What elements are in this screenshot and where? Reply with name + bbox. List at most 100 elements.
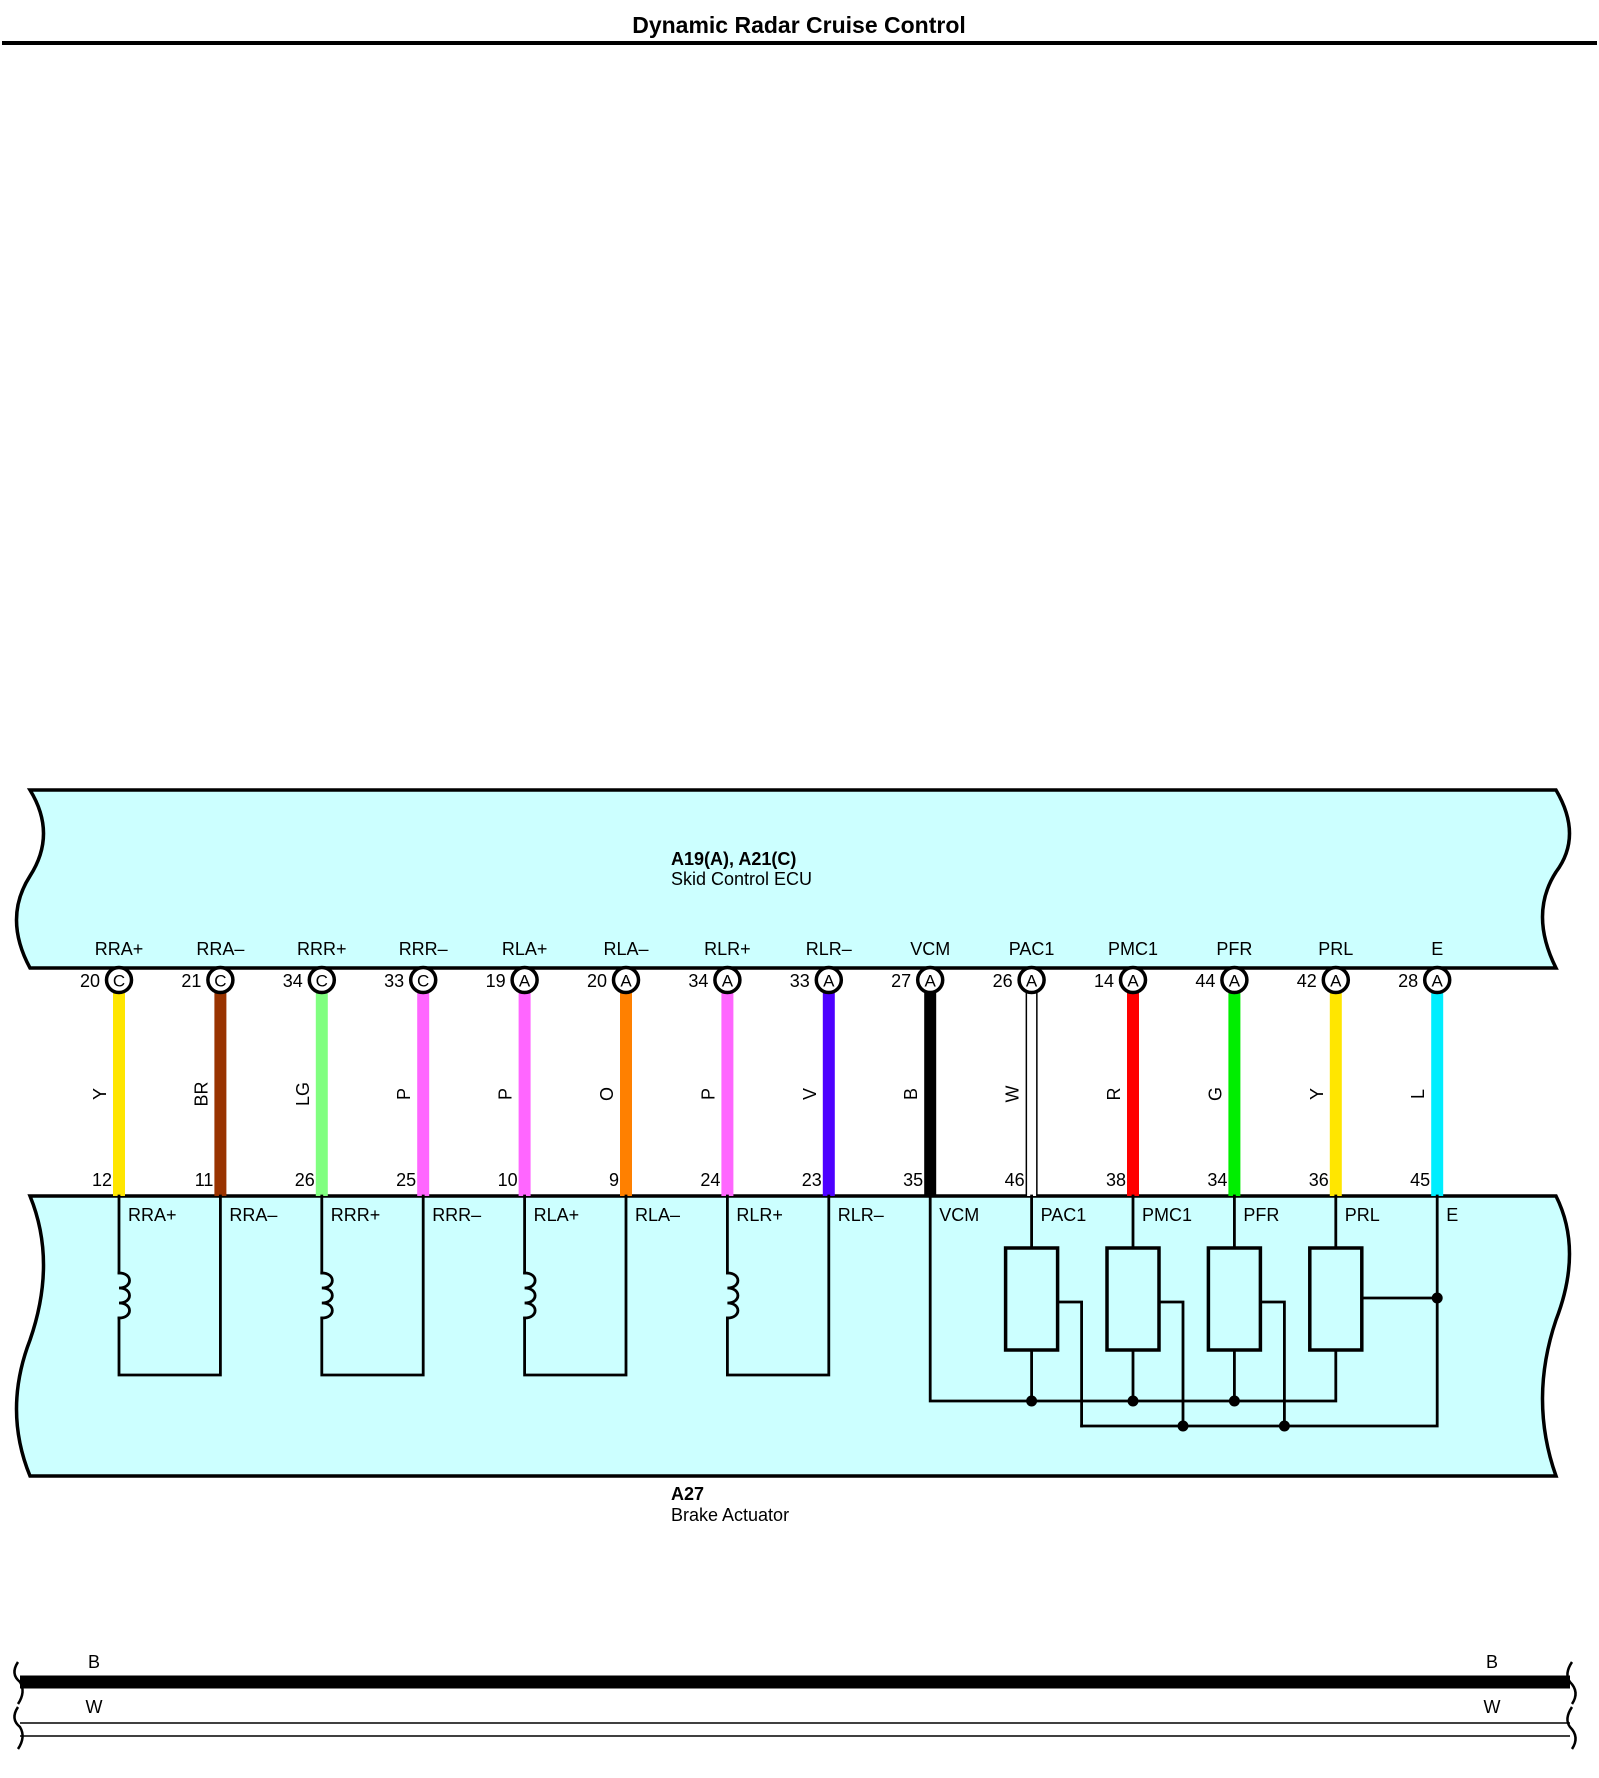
wire-color-code-prl: Y: [1307, 1088, 1327, 1100]
ecu-pin-number-pac1: 26: [993, 971, 1013, 991]
sensor-ground-lead: [1259, 1300, 1286, 1428]
wire-color-code-rlaplus: P: [496, 1088, 516, 1100]
connector-letter-rrrplus: C: [316, 972, 328, 991]
solenoid-coil: [523, 1271, 537, 1320]
actuator-terminal-rlaplus: RLA+: [534, 1205, 580, 1225]
actuator-pin-number-rlaplus: 10: [498, 1170, 518, 1190]
connector-pin-rlrplus: [713, 965, 742, 995]
actuator-terminal-rraplus: RRA+: [128, 1205, 177, 1225]
wire-harness: RRA+C20Y12RRA+RRA–C21BR11RRA–RRR+C34LG26…: [80, 939, 1458, 1225]
bus-break-mark-right: [1566, 1706, 1577, 1750]
skid-control-ecu-body: [14, 788, 1572, 970]
connector-letter-rraplus: C: [113, 972, 125, 991]
ecu-terminal-vcm: VCM: [910, 939, 950, 959]
wire-color-code-e: L: [1408, 1089, 1428, 1099]
actuator-pin-number-pfr: 34: [1207, 1170, 1227, 1190]
connector-letter-rlaminus: A: [620, 972, 632, 991]
actuator-terminal-pfr: PFR: [1243, 1205, 1279, 1225]
connector-pin-rlaplus: [510, 965, 539, 995]
actuator-pin-number-rraplus: 12: [92, 1170, 112, 1190]
sensor-ground-lead: [1157, 1300, 1185, 1428]
actuator-pin-number-rrrplus: 26: [295, 1170, 315, 1190]
bus-label-left-w-1: W: [86, 1697, 103, 1717]
ecu-pin-number-rlaminus: 20: [587, 971, 607, 991]
connector-letter-pfr: A: [1229, 972, 1241, 991]
connector-letter-prl: A: [1330, 972, 1342, 991]
wire-color-code-rrrminus: P: [394, 1088, 414, 1100]
connector-letter-rlrminus: A: [823, 972, 835, 991]
connector-pin-rlaminus: [611, 965, 641, 995]
ecu-terminal-rraplus: RRA+: [95, 939, 144, 959]
solenoid-return-loop: [117, 1194, 222, 1377]
actuator-pin-number-rrrminus: 25: [396, 1170, 416, 1190]
actuator-terminal-rrrplus: RRR+: [331, 1205, 381, 1225]
brake-actuator-body: [14, 1194, 1572, 1478]
connector-pin-pac1: [1017, 965, 1046, 995]
ecu-terminal-rlrminus: RLR–: [806, 939, 852, 959]
ground-bus: [1080, 1194, 1439, 1428]
bus-break-mark-left: [13, 1706, 24, 1750]
ecu-pin-number-prl: 42: [1297, 971, 1317, 991]
connector-letter-rlrplus: A: [722, 972, 734, 991]
actuator-internal-circuit: [117, 1194, 1443, 1432]
actuator-terminal-pmc1: PMC1: [1142, 1205, 1192, 1225]
ecu-terminal-pac1: PAC1: [1009, 939, 1055, 959]
actuator-pin-number-pmc1: 38: [1106, 1170, 1126, 1190]
wire-color-code-rlrplus: P: [698, 1088, 718, 1100]
wire-color-code-pac1: W: [1003, 1086, 1023, 1103]
connector-pin-pmc1: [1118, 965, 1148, 995]
wire-color-code-rlrminus: V: [800, 1088, 820, 1100]
ecu-terminal-e: E: [1431, 939, 1443, 959]
actuator-terminal-rlrminus: RLR–: [838, 1205, 884, 1225]
diagram-title: Dynamic Radar Cruise Control: [632, 12, 966, 38]
ecu-pin-number-e: 28: [1398, 971, 1418, 991]
actuator-pin-number-prl: 36: [1309, 1170, 1329, 1190]
wire-color-code-rraminus: BR: [191, 1081, 211, 1106]
bus-break-mark-left: [13, 1661, 24, 1705]
bus-label-right-w-1: W: [1484, 1697, 1501, 1717]
bottom-bus-wires: B B W W: [13, 1652, 1577, 1750]
ecu-terminal-rrrplus: RRR+: [297, 939, 347, 959]
ecu-pin-number-rrrminus: 33: [384, 971, 404, 991]
ecu-terminal-pfr: PFR: [1216, 939, 1252, 959]
actuator-terminal-e: E: [1446, 1205, 1458, 1225]
ecu-terminal-pmc1: PMC1: [1108, 939, 1158, 959]
bus-label-right-b-0: B: [1486, 1652, 1498, 1672]
ecu-pin-number-pfr: 44: [1195, 971, 1215, 991]
connector-pin-rrrplus: [307, 965, 337, 995]
connector-letter-rraminus: C: [214, 972, 226, 991]
connector-letter-rrrminus: C: [417, 972, 429, 991]
actuator-connector-label: A27: [671, 1484, 704, 1504]
connector-pin-vcm: [915, 965, 945, 995]
actuator-terminal-rlaminus: RLA–: [635, 1205, 680, 1225]
ecu-terminal-rraminus: RRA–: [196, 939, 244, 959]
bus-break-mark-right: [1566, 1661, 1577, 1705]
actuator-pin-number-e: 45: [1410, 1170, 1430, 1190]
actuator-pin-number-rraminus: 11: [195, 1170, 214, 1190]
wire-color-code-vcm: B: [901, 1088, 921, 1100]
actuator-terminal-vcm: VCM: [939, 1205, 979, 1225]
wire-color-code-rraplus: Y: [90, 1088, 110, 1100]
connector-pin-e: [1422, 965, 1452, 995]
actuator-pin-number-rlrminus: 23: [802, 1170, 822, 1190]
actuator-terminal-rraminus: RRA–: [229, 1205, 277, 1225]
ecu-pin-number-rlrplus: 34: [688, 971, 708, 991]
ecu-pin-number-pmc1: 14: [1094, 971, 1114, 991]
junction-dot: [1127, 1395, 1139, 1407]
ecu-pin-number-rrrplus: 34: [283, 971, 303, 991]
bus-label-left-b-0: B: [88, 1652, 100, 1672]
ecu-terminal-rlaminus: RLA–: [603, 939, 648, 959]
connector-pin-rlrminus: [814, 965, 844, 995]
ecu-name-label: Skid Control ECU: [671, 869, 812, 889]
connector-letter-vcm: A: [925, 972, 937, 991]
actuator-pin-number-rlaminus: 9: [609, 1170, 619, 1190]
connector-pin-rraminus: [206, 965, 235, 995]
actuator-pin-number-vcm: 35: [903, 1170, 923, 1190]
solenoid-coil: [725, 1271, 740, 1320]
solenoid-coil: [117, 1271, 131, 1320]
actuator-pin-number-pac1: 46: [1005, 1170, 1025, 1190]
ecu-pin-number-rraminus: 21: [181, 971, 201, 991]
junction-dot: [1431, 1292, 1443, 1304]
actuator-terminal-pac1: PAC1: [1041, 1205, 1087, 1225]
actuator-pin-number-rlrplus: 24: [700, 1170, 720, 1190]
